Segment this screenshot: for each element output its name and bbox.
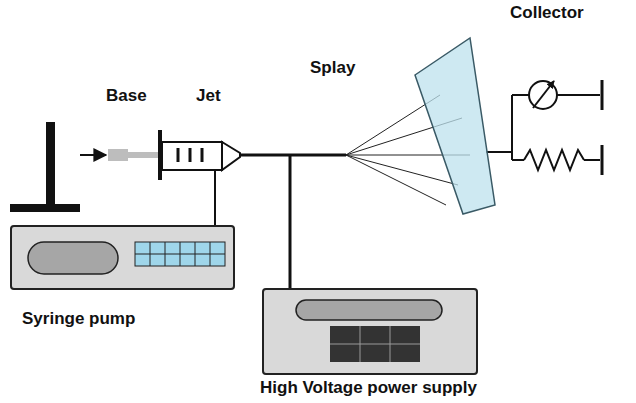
collector-outline <box>412 36 498 216</box>
barrel-ticks <box>178 148 202 162</box>
pump-display <box>28 242 118 274</box>
part-label: Base <box>106 86 147 106</box>
part-label: Jet <box>196 86 221 106</box>
node-label: Collector <box>510 3 584 23</box>
hv-housing <box>262 288 478 375</box>
pump-wire <box>214 170 216 225</box>
power-supply-box: High Voltage power supply <box>262 288 478 375</box>
ground-circuit <box>486 80 602 175</box>
hv-display <box>296 300 442 320</box>
hv-keypad <box>330 326 420 362</box>
plunger-rod <box>128 152 158 158</box>
jet-line <box>240 154 346 157</box>
plunger-head <box>108 149 128 161</box>
node-label: Syringe pump <box>22 309 135 329</box>
node-label: High Voltage power supply <box>260 378 477 398</box>
part-label: Splay <box>310 58 355 78</box>
plunger-foot <box>10 204 80 212</box>
hv-wire <box>289 155 292 288</box>
pump-keypad <box>135 242 225 266</box>
plunger-post <box>46 122 55 212</box>
pump-housing <box>10 225 235 290</box>
pump-box: Syringe pump <box>10 225 235 290</box>
collector-plate: Collector <box>412 36 498 216</box>
push-arrow <box>80 154 106 156</box>
syringe-tip <box>222 142 240 170</box>
syringe-barrel <box>162 142 222 170</box>
